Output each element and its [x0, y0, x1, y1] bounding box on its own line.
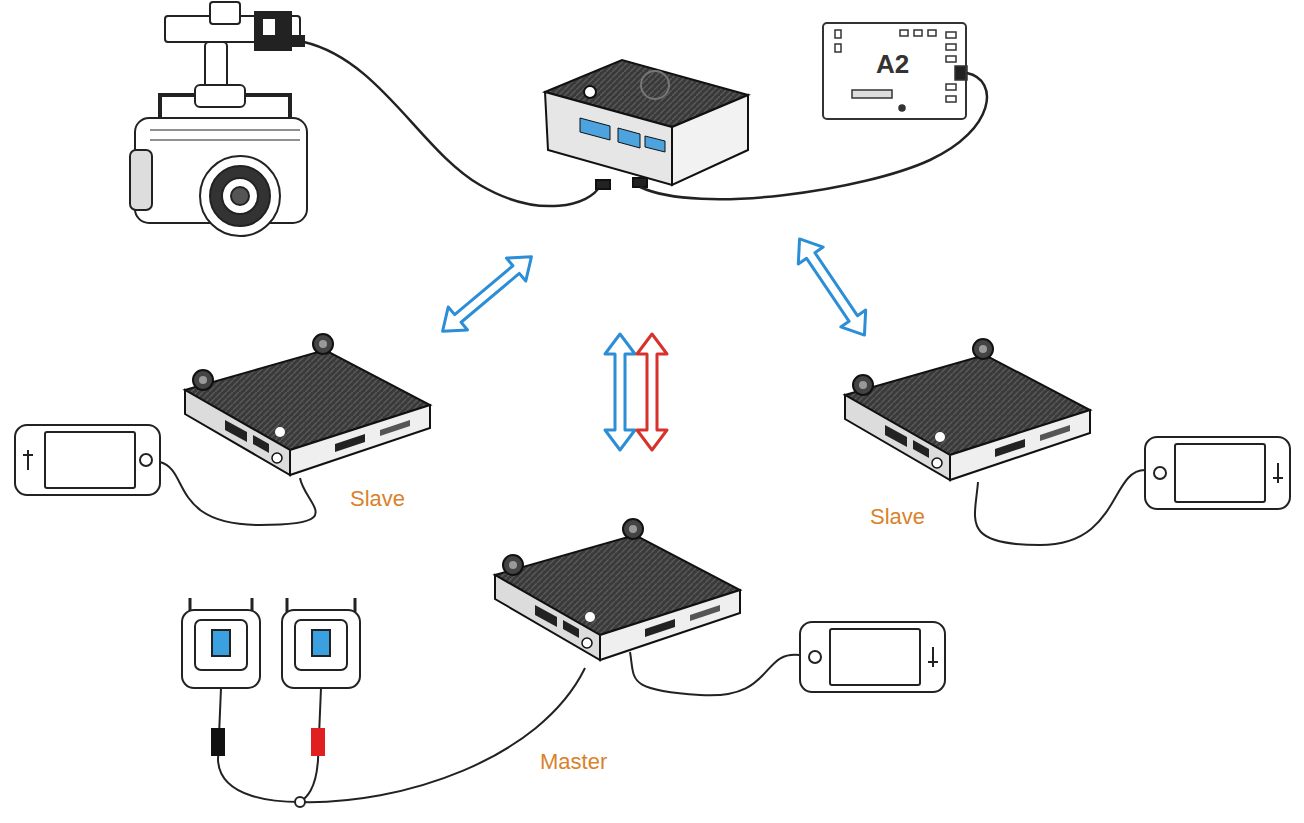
ground-unit: Slave: [185, 335, 435, 520]
flight-controller-pins: [900, 30, 908, 36]
mobile-device: [140, 454, 152, 466]
flight-controller-pins: [899, 105, 905, 111]
air-unit: [596, 180, 610, 189]
remote-controller: [212, 630, 230, 656]
flight-controller-pins: [852, 90, 892, 98]
gimbal-camera: [210, 2, 240, 24]
air-unit: [584, 86, 596, 98]
remote-controller: [195, 620, 247, 670]
mobile-device: [809, 651, 821, 663]
mobile-device: [15, 425, 160, 495]
remote-controller: [182, 610, 260, 688]
control-cable: [640, 73, 987, 199]
air-unit: [580, 118, 610, 140]
gimbal-camera: [262, 18, 276, 36]
remote-controller: [282, 610, 360, 688]
mobile-device: [830, 629, 920, 685]
gimbal-camera: [210, 166, 270, 226]
remote-controller: [295, 620, 347, 670]
remote-controller: [182, 598, 360, 688]
flight-controller-pins: [914, 30, 922, 36]
usb-cable: [630, 652, 800, 695]
ground-unit-device: [185, 334, 430, 475]
mobile-device: [45, 432, 135, 488]
remote-controller: [312, 630, 330, 656]
mobile-device: [928, 647, 938, 667]
link-arrow: [433, 245, 541, 343]
gimbal-camera: [130, 2, 307, 236]
ground-unit: Master: [495, 525, 750, 775]
mobile-device: [1154, 467, 1166, 479]
flight-controller-pins: [946, 32, 956, 38]
link-arrow: [637, 334, 667, 450]
flight-controller-pins: [835, 30, 841, 38]
trainer-cable: [300, 668, 585, 802]
flight-controller-pins: [946, 84, 956, 90]
mobile-device: [23, 450, 33, 470]
flight-controller-pins: [946, 44, 956, 50]
node-label: Slave: [350, 487, 405, 511]
air-unit: [645, 136, 665, 152]
node-label: A2: [876, 50, 909, 79]
flight-controller-pins: [835, 44, 841, 52]
gimbal-camera: [231, 187, 249, 205]
mobile-device: [800, 622, 945, 692]
air-unit: [633, 178, 647, 187]
gimbal-camera: [222, 178, 258, 214]
ground-unit: Slave: [845, 340, 1095, 530]
trainer-cable: [218, 688, 300, 802]
gimbal-camera: [292, 36, 304, 46]
gimbal-camera: [150, 130, 300, 140]
air-unit: [641, 71, 669, 99]
flight-controller-pins: [835, 30, 967, 111]
gimbal-camera: [200, 156, 280, 236]
ground-unit-device: [495, 519, 740, 660]
mobile-device: [1175, 444, 1265, 502]
flight-controller-pins: [928, 30, 936, 36]
node-label: Master: [540, 750, 607, 774]
link-arrow: [787, 231, 877, 344]
air-unit: [545, 92, 672, 185]
air-unit: [618, 128, 640, 148]
gimbal-camera: [195, 85, 245, 107]
mobile-device: [1273, 463, 1283, 483]
gimbal-camera: [130, 150, 152, 210]
mobile-device: [800, 622, 945, 692]
trainer-cable: [218, 668, 585, 807]
trainer-cable: [295, 797, 305, 807]
flight-controller-pins: [946, 96, 956, 102]
node-label: Slave: [870, 505, 925, 529]
black-connector: [211, 728, 225, 756]
air-unit: [672, 95, 748, 185]
gimbal-camera: [255, 12, 291, 50]
mobile-device: [15, 425, 160, 495]
ground-unit-device: [845, 339, 1090, 480]
flight-controller-pins: [946, 56, 956, 62]
air-unit: [545, 60, 748, 189]
link-arrow: [605, 334, 635, 450]
mobile-device: [1145, 437, 1290, 509]
flight-controller: A2: [822, 22, 967, 120]
red-connector: [311, 728, 325, 756]
usb-cable: [160, 462, 316, 525]
usb-cable: [975, 470, 1145, 545]
mobile-device: [1145, 437, 1290, 509]
